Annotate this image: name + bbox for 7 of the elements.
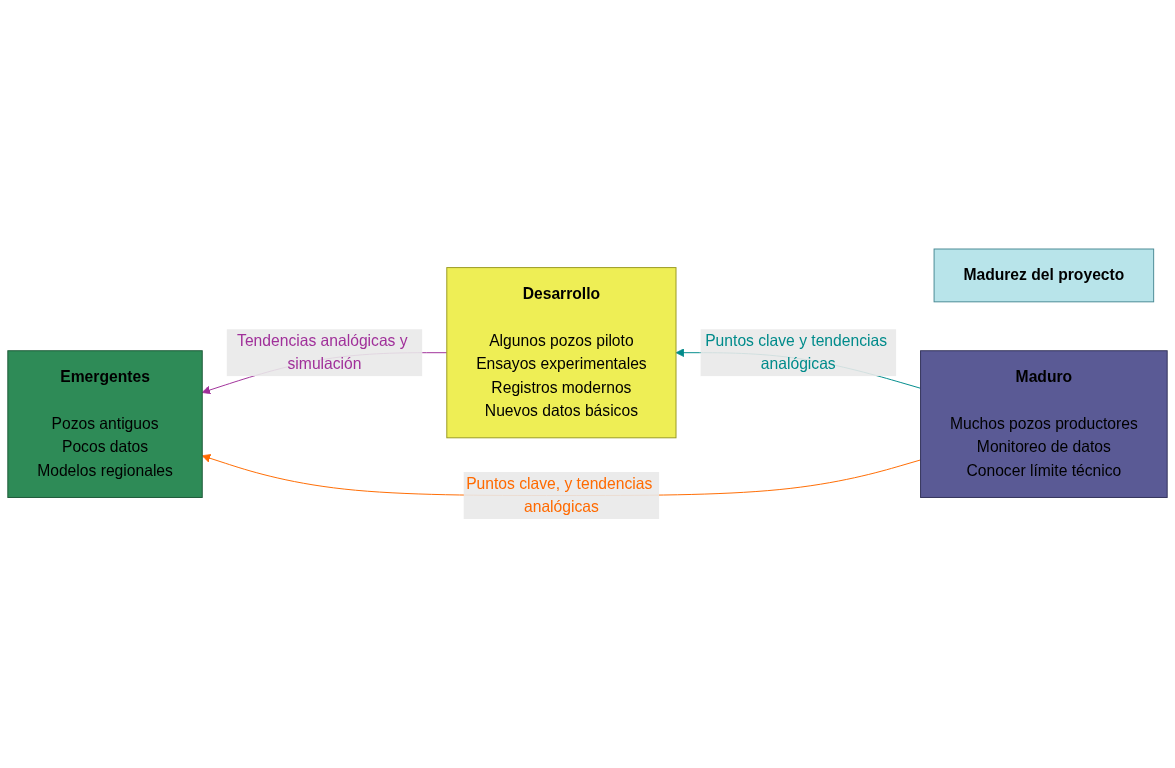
node-box: Madurez del proyecto (933, 248, 1155, 303)
node-box: Desarrollo Algunos pozos piloto Ensayos experimentales Registros modernos Nuevos datos básicos (446, 267, 677, 439)
node-box: Maduro Muchos pozos productores Monitoreo de datos Conocer límite técnico (920, 350, 1168, 498)
node-box: Emergentes Pozos antiguos Pocos datos Modelos regionales (7, 350, 203, 498)
edge-label: Puntos clave y tendencias analógicas (705, 332, 888, 373)
edge-label: Puntos clave, y tendencias analógicas (466, 474, 653, 516)
edge-label: Tendencias analógicas y simulación (237, 332, 408, 373)
